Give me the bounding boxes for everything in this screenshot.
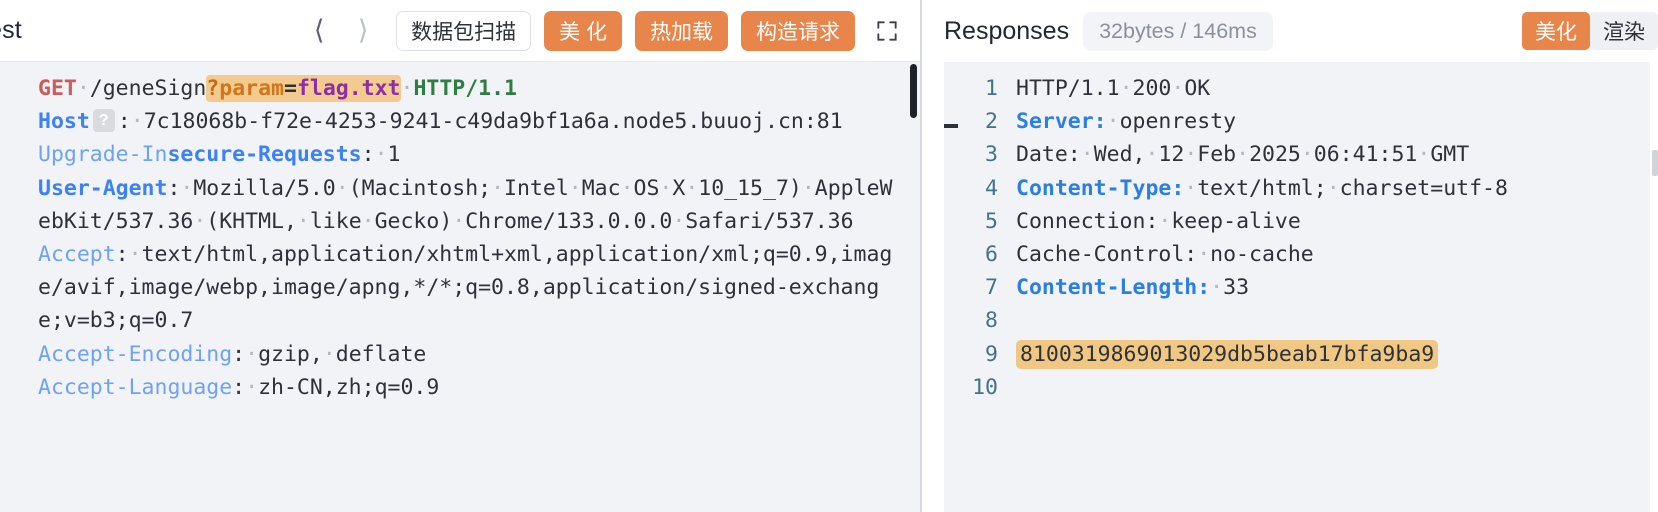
accept-encoding-header: Accept-Encoding:·gzip,·deflate: [38, 341, 427, 367]
packet-scan-button[interactable]: 数据包扫描: [396, 10, 532, 51]
status-line: HTTP/1.1·200·OK: [1016, 76, 1211, 101]
response-beautify-button[interactable]: 美化: [1522, 12, 1590, 50]
line-number: 4: [985, 175, 998, 201]
line-number: 10: [972, 374, 998, 400]
server-header: Server:·openresty: [1016, 109, 1237, 135]
user-agent-header: User-Agent:·Mozilla/5.0·(Macintosh;·Inte…: [38, 175, 893, 234]
beautify-button[interactable]: 美 化: [544, 10, 622, 51]
accept-header: Accept:·text/html,application/xhtml+xml,…: [38, 242, 893, 334]
chevron-right-icon[interactable]: ⟩: [357, 15, 369, 46]
line-number: 1: [985, 76, 998, 101]
request-nav-arrows: ⟨ ⟩: [308, 16, 374, 46]
accept-language-header: Accept-Language:·zh-CN,zh;q=0.9: [38, 374, 440, 400]
response-scrollbar-thumb[interactable]: [1652, 150, 1658, 176]
request-line: GET·/geneSign?param=flag.txt·HTTP/1.1: [38, 75, 518, 102]
blank-line: [1016, 304, 1648, 337]
upgrade-insecure-requests-header: Upgrade-Insecure-Requests:·1: [38, 142, 401, 168]
line-number: 8: [985, 308, 998, 334]
host-help-icon[interactable]: ?: [92, 109, 115, 133]
chevron-left-icon[interactable]: ⟨: [313, 15, 325, 46]
request-panel: est ⟨ ⟩ 数据包扫描 美 化 热加载 构造请求 GET·/geneSig: [0, 0, 920, 512]
response-body-area: 1 2 3 4 5 6 7 8 9 10 HTTP/1.1·200·OK Server:·openr…: [944, 62, 1658, 512]
response-body-flag: 8100319869013029db5beab17bfa9ba9: [1016, 338, 1648, 371]
cache-control-header: Cache-Control:·no-cache: [1016, 242, 1314, 268]
response-render-button[interactable]: 渲染: [1590, 12, 1658, 50]
response-line-numbers: 1 2 3 4 5 6 7 8 9 10: [944, 68, 1016, 512]
response-edge-tick: [944, 124, 958, 128]
request-panel-title: est: [0, 16, 22, 44]
line-number: 5: [985, 208, 998, 234]
line-number: 2: [985, 109, 998, 135]
construct-request-button[interactable]: 构造请求: [741, 10, 855, 51]
content-type-header: Content-Type:·text/html;·charset=utf-8: [1016, 175, 1508, 201]
response-toolbar: Responses 32bytes / 146ms 美化 渲染: [944, 0, 1658, 62]
expand-fullscreen-icon[interactable]: [872, 16, 902, 46]
line-number: 3: [985, 142, 998, 168]
response-right-margin: [1650, 62, 1658, 512]
response-size-time-badge: 32bytes / 146ms: [1083, 11, 1273, 51]
highlighted-query-param: ?param=flag.txt: [206, 75, 401, 102]
request-scrollbar[interactable]: [907, 62, 920, 512]
trailing-blank-line: [1016, 371, 1648, 404]
date-header: Date:·Wed,·12·Feb·2025·06:41:51·GMT: [1016, 142, 1470, 168]
request-scrollbar-thumb[interactable]: [910, 64, 917, 118]
response-panel-title: Responses: [944, 16, 1070, 45]
line-number: 7: [985, 275, 998, 301]
response-panel: Responses 32bytes / 146ms 美化 渲染 1 2 3 4 5 6 7 8…: [922, 0, 1658, 512]
host-header: Host?:·7c18068b-f72e-4253-9241-c49da9bf1…: [38, 109, 843, 135]
content-length-header: Content-Length:·33: [1016, 275, 1250, 301]
panel-divider[interactable]: [920, 0, 922, 512]
line-number: 6: [985, 242, 998, 268]
response-action-buttons: 美化 渲染: [1522, 12, 1658, 50]
hot-reload-button[interactable]: 热加载: [635, 10, 728, 51]
line-number: 9: [985, 341, 998, 367]
request-toolbar: est ⟨ ⟩ 数据包扫描 美 化 热加载 构造请求: [0, 0, 920, 62]
connection-header: Connection:·keep-alive: [1016, 208, 1301, 234]
